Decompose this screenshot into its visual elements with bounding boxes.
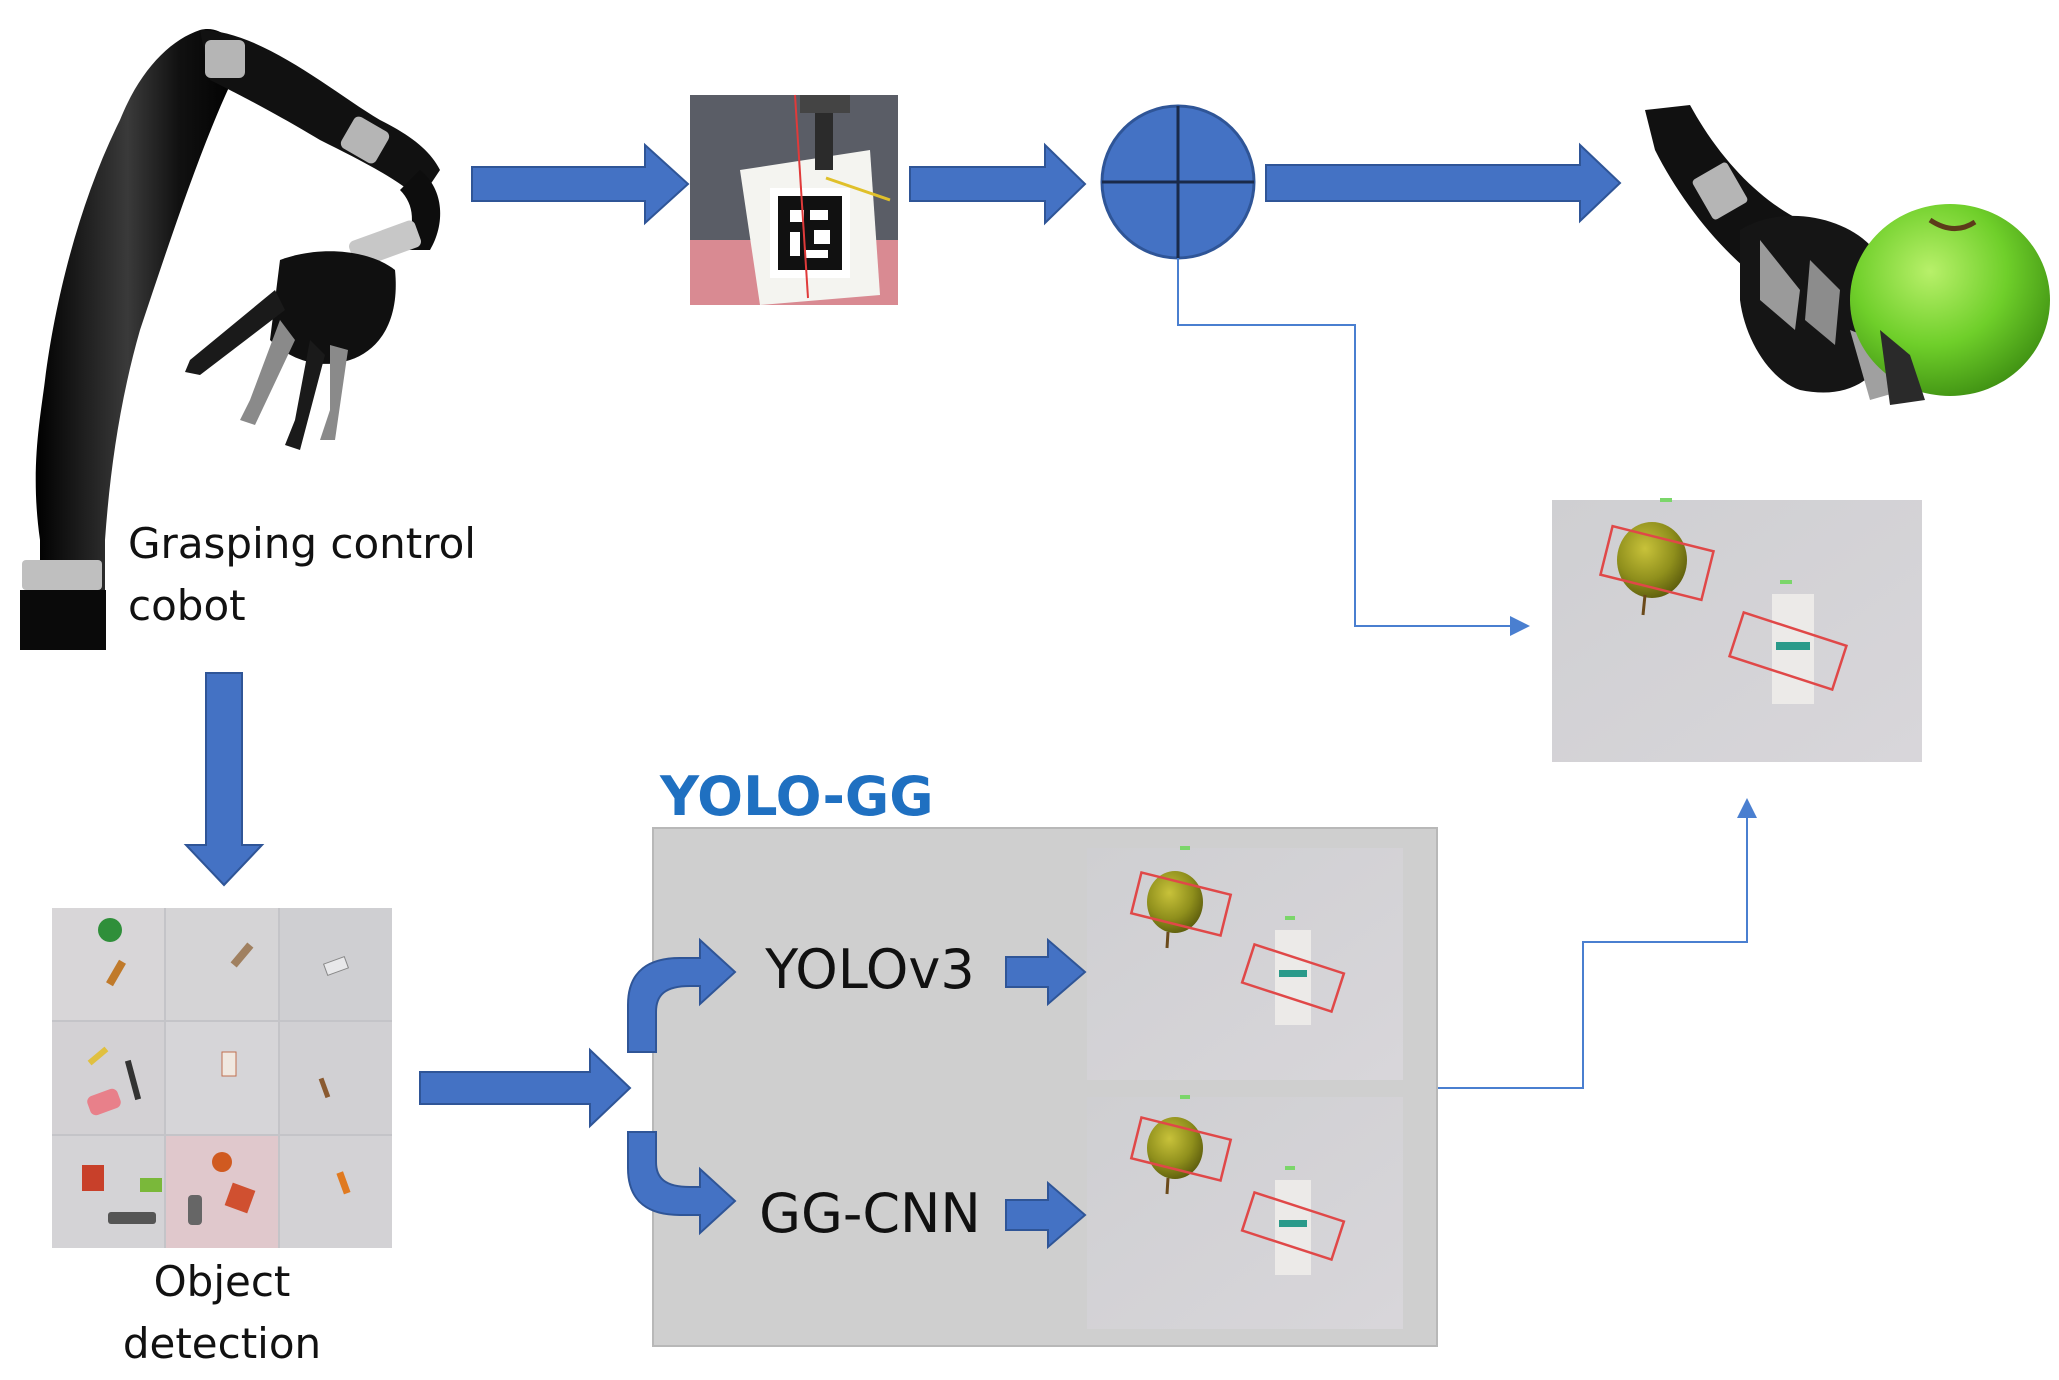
yolov3-label: YOLOv3: [764, 938, 975, 1001]
summing-junction-icon: [1100, 104, 1256, 260]
arrow-down-icon: [183, 672, 265, 887]
yolo-gg-title: YOLO-GG: [660, 765, 934, 828]
arrow-right-icon: [471, 142, 690, 226]
robot-arm-icon: [20, 29, 441, 650]
yolov3-output-image: [1087, 846, 1403, 1080]
svg-text:detection: detection: [123, 1319, 321, 1368]
svg-text:Grasping control: Grasping control: [128, 519, 476, 568]
calibration-image: [690, 94, 898, 305]
svg-text:cobot: cobot: [128, 581, 246, 630]
ggcnn-label: GG-CNN: [759, 1182, 981, 1245]
arrow-right-icon: [419, 1047, 632, 1129]
branch-down-arrow-icon: [627, 1131, 737, 1236]
result-detection-image: [1552, 498, 1922, 762]
feedback-connector: [1177, 258, 1530, 636]
branch-up-arrow-icon: [627, 937, 737, 1053]
object-detection-label: Object detection: [123, 1257, 321, 1368]
ggcnn-output-image: [1087, 1095, 1403, 1329]
arrow-right-icon: [1005, 1180, 1087, 1250]
arrow-right-icon: [1005, 937, 1087, 1007]
object-collage-image: [52, 908, 392, 1248]
arrow-right-icon: [1265, 142, 1622, 224]
arrow-right-icon: [909, 142, 1087, 226]
output-connector: [1437, 798, 1757, 1089]
gripper-apple-image: [1645, 105, 2050, 405]
cobot-label: Grasping control cobot: [128, 519, 476, 630]
svg-text:Object: Object: [154, 1257, 291, 1306]
